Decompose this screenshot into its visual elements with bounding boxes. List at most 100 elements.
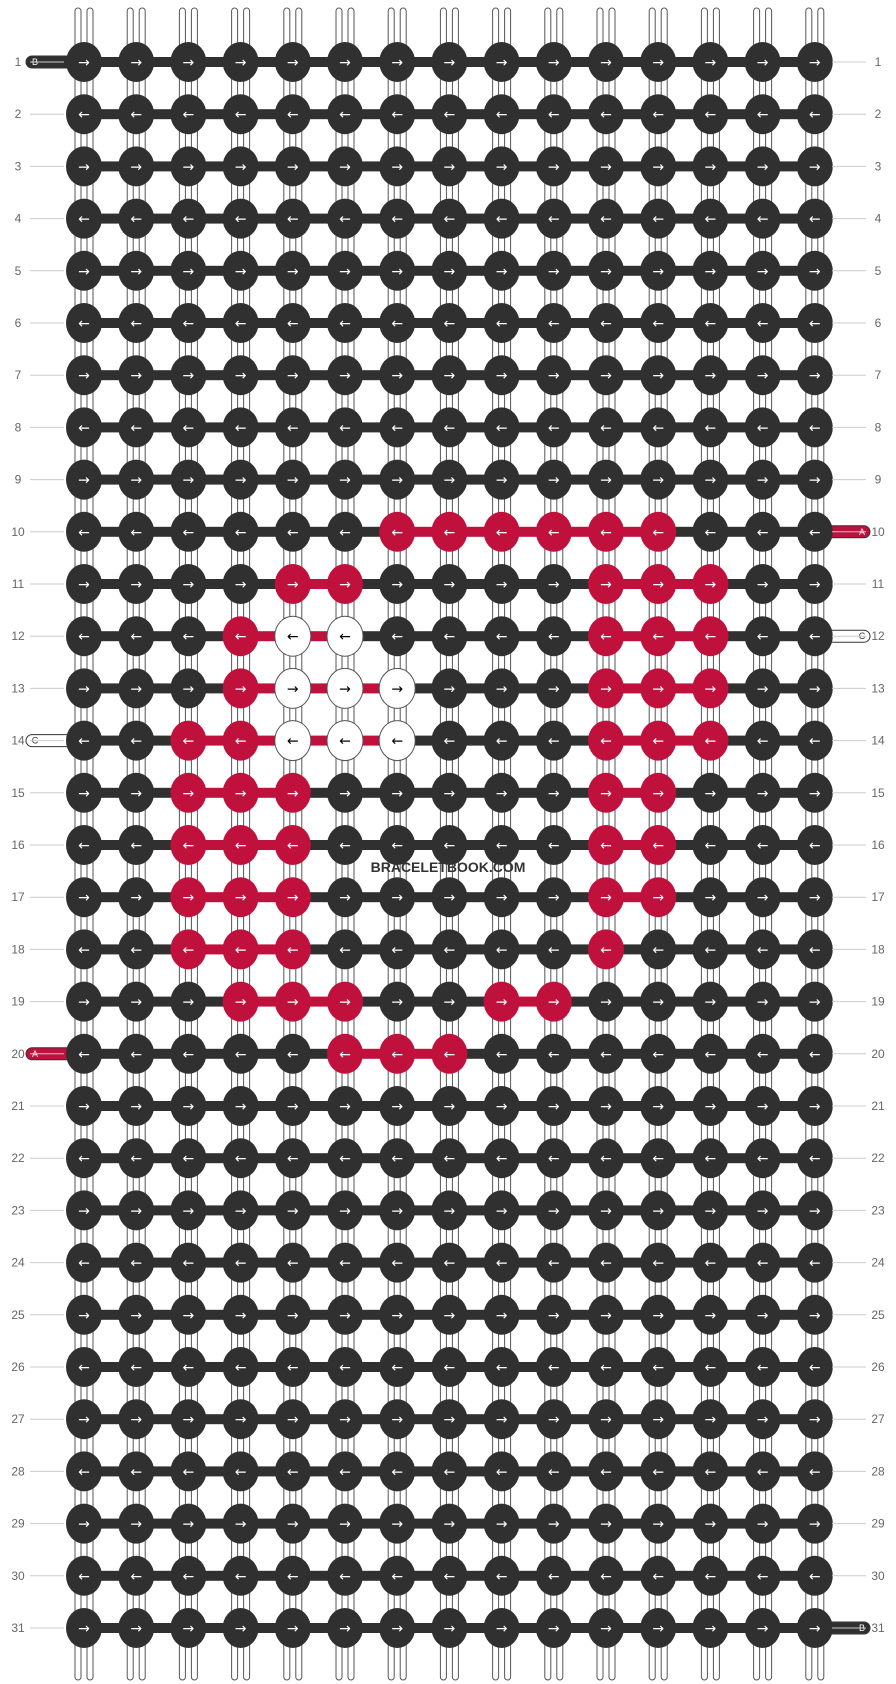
- knot-arrow: ←: [600, 1569, 612, 1585]
- knot-arrow: ←: [444, 1151, 456, 1167]
- knot: →: [118, 981, 155, 1022]
- knot: ←: [796, 1138, 833, 1179]
- knot-shape: [483, 303, 520, 343]
- knot-shape: [170, 1033, 207, 1074]
- row-band: [449, 474, 502, 485]
- knot-shape: [274, 1399, 311, 1440]
- knot-shape: [744, 1138, 781, 1179]
- knot: →: [222, 146, 259, 187]
- knot-shape: [118, 668, 155, 709]
- knot-arrow: ←: [444, 1047, 456, 1063]
- knot-shape: [535, 1608, 572, 1648]
- knot-arrow: ←: [391, 316, 403, 332]
- knot: ←: [222, 511, 259, 552]
- knot-shape: [692, 1138, 729, 1179]
- row-band: [606, 840, 659, 850]
- knot-arrow: →: [287, 786, 299, 802]
- knot: ←: [744, 511, 781, 552]
- row-band: [345, 161, 398, 172]
- knot: ←: [588, 929, 624, 970]
- row-band: [553, 1101, 606, 1111]
- knot-shape: [483, 1555, 520, 1596]
- knot-shape: [588, 1347, 624, 1387]
- knot-shape: [588, 616, 624, 657]
- knot: →: [796, 459, 833, 500]
- knot-shape: [274, 1190, 311, 1231]
- knot: →: [796, 42, 833, 82]
- knot-shape: [431, 1347, 468, 1387]
- knot: ←: [118, 616, 155, 657]
- knot-arrow: →: [391, 995, 403, 1011]
- knot-arrow: →: [391, 473, 403, 489]
- row-band: [136, 318, 189, 328]
- knot-arrow: →: [130, 1203, 142, 1219]
- knot: ←: [588, 1138, 624, 1179]
- row-band: [658, 109, 711, 120]
- knot-arrow: →: [600, 1099, 612, 1115]
- row-band: [292, 683, 345, 694]
- knot: →: [379, 146, 416, 187]
- knot: ←: [222, 1347, 259, 1387]
- row-band: [345, 1257, 398, 1268]
- knot: →: [327, 42, 363, 82]
- knot-arrow: ←: [78, 838, 90, 854]
- knot: →: [483, 564, 520, 604]
- knot-shape: [66, 1033, 102, 1074]
- row-number-left: 29: [11, 1517, 25, 1531]
- row-band: [606, 1153, 659, 1164]
- knot-shape: [483, 1451, 520, 1492]
- knot-shape: [796, 198, 833, 239]
- knot-arrow: →: [652, 473, 664, 489]
- knot: →: [379, 459, 416, 500]
- row-band: [658, 213, 711, 224]
- row-band: [84, 1205, 137, 1216]
- knot-arrow: →: [235, 577, 247, 593]
- row-band: [84, 161, 137, 172]
- row-band: [345, 1466, 398, 1477]
- knot-arrow: →: [391, 1412, 403, 1428]
- row-band: [136, 1570, 189, 1581]
- row-number-left: 27: [11, 1412, 25, 1426]
- knot: ←: [222, 407, 259, 448]
- knot: ←: [588, 825, 624, 865]
- knot-arrow: →: [235, 786, 247, 802]
- knot-shape: [588, 1086, 624, 1126]
- knot: ←: [692, 303, 729, 343]
- knot-shape: [535, 1294, 572, 1335]
- knot-shape: [431, 1190, 468, 1231]
- row-band: [84, 213, 137, 224]
- row-band: [84, 1414, 137, 1425]
- knot: ←: [118, 198, 155, 239]
- knot: →: [535, 1086, 572, 1126]
- knot: ←: [796, 198, 833, 239]
- row-band: [188, 265, 241, 276]
- row-number-right: 22: [871, 1151, 885, 1165]
- knot-arrow: ←: [183, 316, 195, 332]
- knot-shape: [118, 720, 155, 761]
- knot: →: [744, 459, 781, 500]
- knot-arrow: ←: [757, 942, 769, 958]
- knot-shape: [640, 1190, 677, 1231]
- knot-arrow: →: [130, 159, 142, 175]
- row-band: [710, 892, 763, 903]
- knot: ←: [483, 1242, 520, 1283]
- knot: ←: [796, 303, 833, 343]
- knot: →: [692, 564, 729, 604]
- knot-shape: [588, 1608, 624, 1648]
- row-band: [553, 1048, 606, 1059]
- row-band: [606, 892, 659, 903]
- row-band: [553, 422, 606, 433]
- row-band: [188, 631, 241, 642]
- knot-shape: [796, 1347, 833, 1387]
- knot-arrow: →: [235, 681, 247, 697]
- knot-arrow: ←: [78, 1360, 90, 1376]
- row-number-left: 14: [11, 734, 25, 748]
- knot: →: [744, 1086, 781, 1126]
- row-band: [553, 318, 606, 328]
- knot-arrow: ←: [444, 1360, 456, 1376]
- knot: →: [535, 668, 572, 709]
- knot-arrow: ←: [705, 1360, 717, 1376]
- knot-arrow: →: [757, 577, 769, 593]
- row-band: [606, 1362, 659, 1372]
- knot: ←: [796, 1033, 833, 1074]
